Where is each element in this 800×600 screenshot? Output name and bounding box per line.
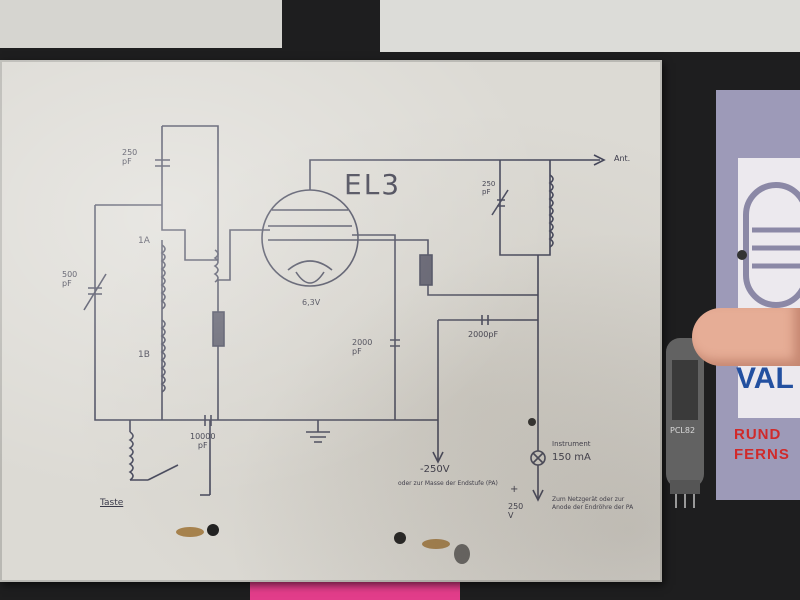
poster-text-ferns: FERNS [734, 446, 790, 463]
tube-label: PCL82 [670, 426, 696, 435]
plus-label: + [510, 484, 519, 495]
key-label: Taste [100, 498, 124, 508]
pos-note-label: Zum Netzgerät oder zur Anode der Endröhr… [552, 496, 634, 511]
poster-text-rund: RUND [734, 426, 782, 443]
schematic-paper: EL3 250 pF 1A 1B 500 pF 6,3V 2000 pF 200… [0, 60, 662, 582]
schematic-drawing [83, 125, 606, 564]
cap-coupling-label: 2000pF [468, 330, 499, 339]
var-cap-right-label: 250 pF [482, 180, 496, 196]
neg-note-label: oder zur Masse der Endstufe (PA) [398, 480, 498, 487]
pos-supply-label: 250 V [508, 502, 524, 520]
coil-1a-label: 1A [138, 236, 150, 246]
cap-bottom-label: 10000 pF [190, 432, 216, 450]
var-cap-left-label: 500 pF [62, 270, 78, 288]
poster-tube-icon [737, 182, 800, 308]
meter-range-label: 150 mA [552, 452, 591, 463]
cap-top-label: 250 pF [122, 148, 138, 166]
instrument-label: Instrument [552, 440, 591, 448]
finger [692, 308, 800, 366]
poster: VAL RUND FERNS [716, 90, 800, 500]
heater-label: 6,3V [302, 298, 321, 307]
vacuum-tube: PCL82 [660, 330, 710, 510]
poster-text-val: VAL [736, 362, 794, 395]
neg-supply-label: -250V [420, 464, 450, 475]
out-arrow-label: Ant. [614, 154, 631, 163]
coil-1b-label: 1B [138, 350, 150, 360]
top-left-paper [0, 0, 282, 48]
tube-glass-icon [666, 338, 704, 508]
tube-title-label: EL3 [344, 168, 402, 201]
cap-mid-label: 2000 pF [352, 338, 373, 356]
top-right-paper [380, 0, 800, 52]
